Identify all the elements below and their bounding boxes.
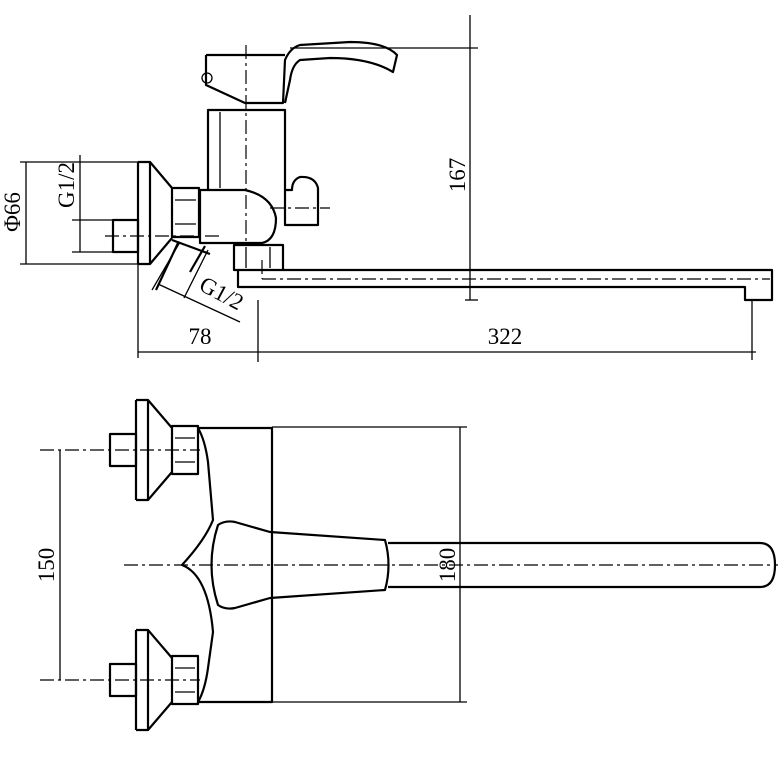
lever-handle <box>201 40 399 105</box>
handle-top <box>210 520 390 610</box>
dimension-height: 167 <box>290 15 478 301</box>
height-label: 167 <box>445 158 470 193</box>
dimension-length: 78 322 <box>137 264 756 362</box>
connector-body <box>198 188 278 245</box>
spout <box>236 260 774 302</box>
upper-inlet <box>40 398 200 502</box>
body-width-label: 180 <box>435 548 460 583</box>
lower-inlet <box>40 628 200 732</box>
outlet-thread-label: G1/2 <box>195 272 247 316</box>
top-view: 150 180 <box>34 398 778 732</box>
side-view: 167 78 322 Φ66 G1/2 <box>0 15 774 362</box>
side-knob <box>283 175 320 227</box>
inlet-nut <box>170 186 201 239</box>
inlet-thread-label: G1/2 <box>54 162 79 208</box>
dimension-inlet-thread: G1/2 <box>54 155 113 253</box>
flange-diameter-label: Φ66 <box>0 192 25 232</box>
spout-nut <box>232 243 285 272</box>
valve-body <box>206 45 287 245</box>
dimension-inlet-spacing: 150 <box>34 450 61 680</box>
mixer-body <box>180 426 274 704</box>
wall-offset-label: 78 <box>189 324 212 349</box>
inlet-spacing-label: 150 <box>34 548 59 583</box>
dimension-flange: Φ66 <box>0 161 150 265</box>
dimension-body-width: 180 <box>272 426 467 703</box>
spout-length-label: 322 <box>488 324 523 349</box>
